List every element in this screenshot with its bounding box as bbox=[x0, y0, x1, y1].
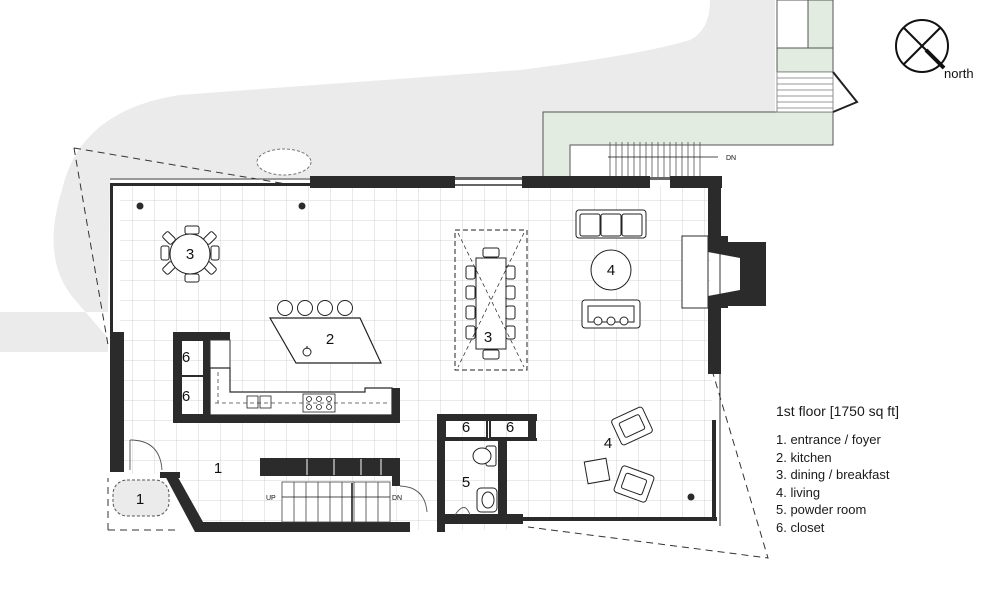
room-label-closet-d: 6 bbox=[506, 419, 514, 436]
closet-kitchen bbox=[180, 339, 205, 416]
room-label-foyer: 1 bbox=[214, 460, 222, 477]
entrance-pad bbox=[112, 479, 170, 517]
legend-item: 5. powder room bbox=[776, 502, 867, 517]
boulder bbox=[256, 148, 312, 176]
legend: 1st floor [1750 sq ft] 1. entrance / foy… bbox=[776, 403, 899, 536]
doors bbox=[129, 439, 471, 516]
room-label-closet-a: 6 bbox=[182, 349, 190, 366]
sofa-north bbox=[575, 209, 647, 239]
room-label-kitchen: 2 bbox=[326, 331, 334, 348]
legend-item: 2. kitchen bbox=[776, 449, 832, 465]
north-arrow-icon bbox=[895, 19, 949, 73]
foyer-stair bbox=[281, 481, 391, 523]
sofa-south bbox=[581, 299, 641, 329]
legend-item: 1. entrance / foyer bbox=[776, 432, 881, 447]
room-label-powder: 5 bbox=[462, 474, 470, 491]
legend-list: 1. entrance / foyer 2. kitchen 3. dining… bbox=[776, 431, 899, 536]
walls bbox=[110, 176, 766, 532]
north-label: north bbox=[944, 66, 974, 81]
exterior-down-label: DN bbox=[726, 155, 736, 162]
room-label-dining: 3 bbox=[484, 329, 492, 346]
stair-up-label: UP bbox=[266, 495, 276, 502]
closet-powder bbox=[444, 416, 531, 439]
stair-down-label: DN bbox=[392, 495, 402, 502]
room-label-closet-c: 6 bbox=[462, 419, 470, 436]
cabinet-doors bbox=[306, 459, 382, 475]
kitchen-counter bbox=[209, 367, 393, 416]
legend-item: 6. closet bbox=[776, 519, 825, 535]
range bbox=[302, 393, 336, 413]
floor-tiles bbox=[120, 186, 712, 530]
exterior-stair-down bbox=[608, 142, 718, 178]
breakfast-table bbox=[160, 225, 220, 283]
planter bbox=[542, 0, 834, 183]
room-label-living-upper: 4 bbox=[607, 262, 615, 279]
dining-table bbox=[454, 229, 528, 371]
room-label-living-lower: 4 bbox=[604, 435, 612, 452]
coffee-table bbox=[590, 249, 632, 291]
room-label-entrance-outside: 1 bbox=[136, 491, 144, 508]
legend-item: 3. dining / breakfast bbox=[776, 467, 890, 482]
kitchen-sink bbox=[246, 395, 272, 409]
kitchen-island bbox=[268, 300, 382, 364]
room-label-breakfast: 3 bbox=[186, 246, 194, 263]
exterior-stair bbox=[776, 71, 834, 113]
legend-title: 1st floor [1750 sq ft] bbox=[776, 403, 899, 419]
room-label-closet-b: 6 bbox=[182, 388, 190, 405]
armchairs bbox=[583, 406, 655, 503]
roof-outline bbox=[73, 147, 769, 559]
legend-item: 4. living bbox=[776, 484, 821, 500]
powder-fixtures bbox=[472, 445, 498, 513]
